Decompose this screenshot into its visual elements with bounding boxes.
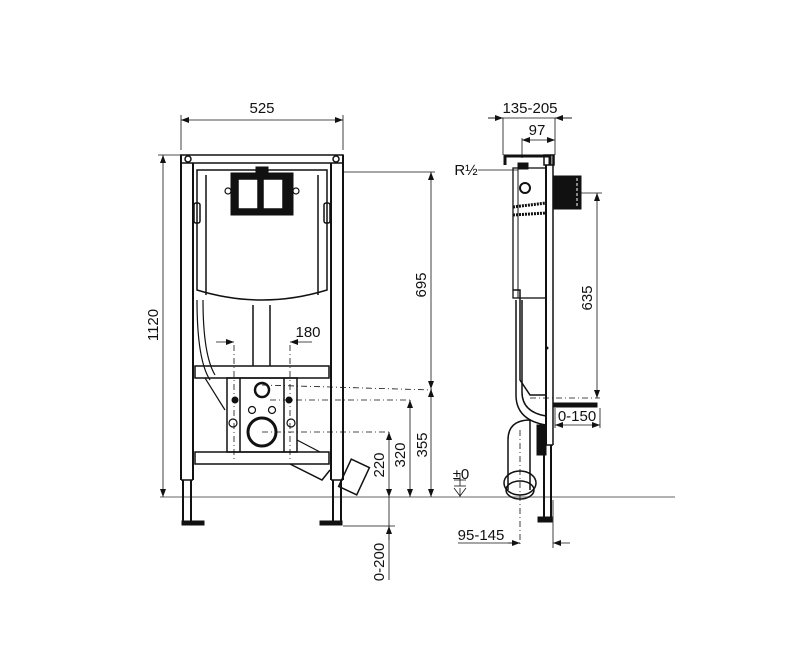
side-view [503, 154, 600, 545]
height-label: 1120 [145, 309, 162, 341]
h220-label: 220 [371, 452, 388, 477]
outlet-offset-label: 95-145 [458, 527, 505, 544]
front-view [180, 154, 433, 526]
depth-label: 97 [529, 122, 546, 139]
h320-label: 320 [392, 442, 409, 467]
side-dimensions [453, 115, 602, 548]
depth-range-label: 135-205 [502, 100, 557, 117]
front-dimensions [158, 115, 435, 580]
h355-label: 355 [414, 432, 431, 457]
bolt-spacing-label: 180 [295, 324, 320, 341]
h635-label: 635 [579, 285, 596, 310]
leg-adjust-label: 0-200 [371, 543, 388, 581]
cistern-height-label: 695 [413, 272, 430, 297]
offset-label: 0-150 [558, 408, 596, 425]
floor-level-label: ±0 [453, 466, 470, 483]
width-label: 525 [249, 100, 274, 117]
inlet-label: R½ [454, 162, 478, 179]
